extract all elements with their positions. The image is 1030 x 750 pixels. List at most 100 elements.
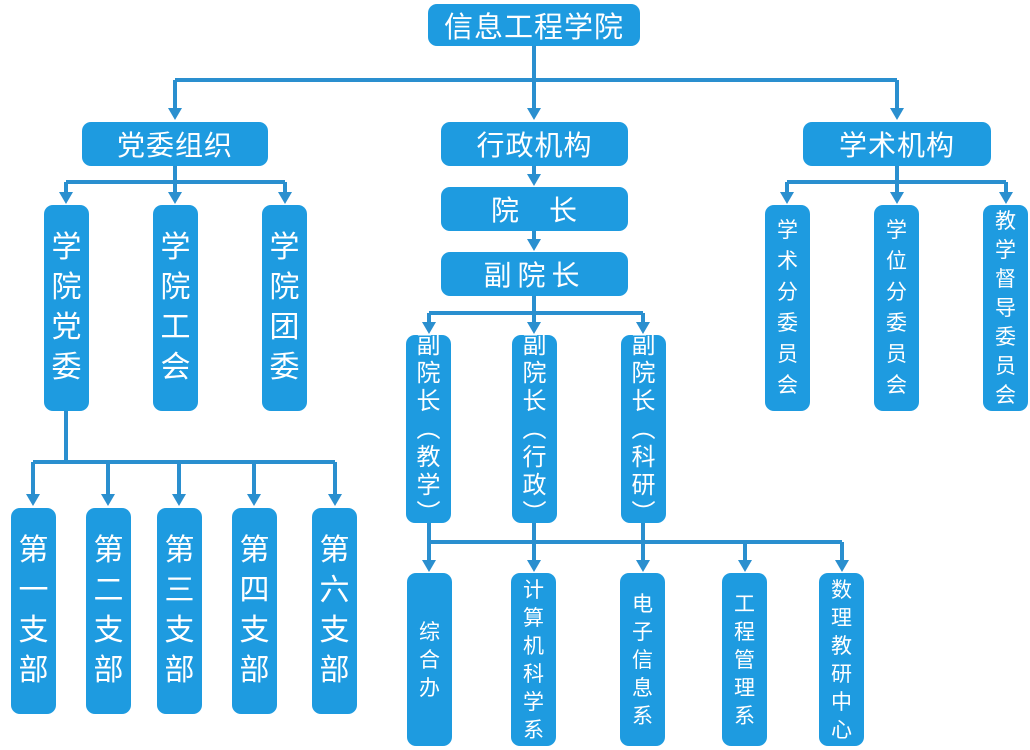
node-char: 教 [831, 633, 852, 658]
node-char: 学 [416, 471, 441, 499]
node-teaching-supervision-committee[interactable]: 教学督导委员会 [983, 205, 1028, 411]
node-char: 分 [777, 280, 798, 304]
node-administration[interactable]: 行政机构 [441, 122, 628, 166]
root-node[interactable]: 信息工程学院 [428, 4, 640, 46]
node-char: 学 [995, 237, 1016, 262]
node-char: 一 [18, 573, 49, 608]
node-vice-dean[interactable]: 副院长 [441, 252, 628, 296]
arrowhead-icon [172, 494, 186, 506]
node-engineering-management[interactable]: 工程管理系 [722, 573, 767, 746]
node-char: 学 [777, 218, 798, 242]
node-char: 部 [319, 653, 350, 688]
node-branch-1[interactable]: 第一支部 [11, 508, 56, 714]
node-char: 委 [995, 324, 1016, 349]
arrowhead-icon [527, 322, 541, 334]
node-char: 理 [831, 605, 852, 630]
node-academic-subcommittee[interactable]: 学术分委员会 [765, 205, 810, 411]
arrowhead-icon [738, 560, 752, 572]
node-char: 会 [160, 350, 191, 385]
node-math-research-center[interactable]: 数理教研中心 [819, 573, 864, 746]
node-char: 支 [319, 613, 350, 648]
node-general-office[interactable]: 综合办 [407, 573, 452, 746]
arrowhead-icon [168, 108, 182, 120]
node-char: 四 [239, 573, 270, 608]
node-branch-6[interactable]: 第六支部 [312, 508, 357, 714]
node-char: 子 [632, 619, 653, 644]
node-branch-3[interactable]: 第三支部 [157, 508, 202, 714]
node-char: 院 [522, 359, 547, 387]
node-char: 院 [631, 359, 656, 387]
node-branch-2[interactable]: 第二支部 [86, 508, 131, 714]
node-char: 会 [886, 373, 907, 397]
node-char: 支 [93, 613, 124, 648]
node-char: 第 [239, 533, 270, 568]
node-electronic-information[interactable]: 电子信息系 [620, 573, 665, 746]
node-char: 第 [18, 533, 49, 568]
arrowhead-icon [527, 239, 541, 251]
arrowhead-icon [780, 192, 794, 204]
node-dean[interactable]: 院 长 [441, 187, 628, 231]
node-char: 二 [93, 573, 124, 608]
node-char: 理 [734, 675, 755, 700]
node-vice-dean-research[interactable]: 副院长︵科研︶ [621, 331, 666, 527]
node-char: 会 [777, 373, 798, 397]
arrowhead-icon [636, 560, 650, 572]
node-academic[interactable]: 学术机构 [803, 122, 991, 166]
arrowhead-icon [247, 494, 261, 506]
node-party-organization[interactable]: 党委组织 [82, 122, 268, 166]
arrowhead-icon [101, 494, 115, 506]
node-char: ︵ [522, 415, 547, 443]
arrowhead-icon [890, 192, 904, 204]
node-char: 学 [523, 689, 544, 714]
node-char: 中 [831, 689, 852, 714]
node-char: 党 [51, 310, 82, 345]
node-char: 部 [93, 653, 124, 688]
node-char: 院 [51, 270, 82, 305]
node-labor-union[interactable]: 学院工会 [153, 205, 198, 411]
node-char: 支 [18, 613, 49, 648]
node-vice-dean-teaching[interactable]: 副院长︵教学︶ [406, 331, 451, 527]
arrowhead-icon [26, 494, 40, 506]
node-char: 心 [831, 717, 852, 742]
node-char: 团 [269, 310, 300, 345]
node-char: 行 [522, 443, 547, 471]
node-party-committee[interactable]: 学院党委 [44, 205, 89, 411]
node-char: 算 [523, 605, 544, 630]
node-char: 三 [164, 573, 195, 608]
node-char: 术 [777, 249, 798, 273]
node-computer-science[interactable]: 计算机科学系 [511, 573, 556, 746]
node-degree-subcommittee[interactable]: 学位分委员会 [874, 205, 919, 411]
arrowhead-icon [422, 322, 436, 334]
node-char: 工 [160, 310, 191, 345]
arrowhead-icon [527, 108, 541, 120]
arrowhead-icon [278, 192, 292, 204]
node-vice-dean-administration[interactable]: 副院长︵行政︶ [512, 331, 557, 527]
node-char: 第 [319, 533, 350, 568]
node-char: 第 [164, 533, 195, 568]
arrowhead-icon [527, 174, 541, 186]
node-char: 副 [522, 331, 547, 359]
node-char: 学 [269, 230, 300, 265]
node-char: 分 [886, 280, 907, 304]
node-char: 院 [160, 270, 191, 305]
node-char: 政 [522, 471, 547, 499]
node-char: 教 [416, 443, 441, 471]
node-char: 副 [416, 331, 441, 359]
node-char: 督 [995, 266, 1016, 291]
node-char: 程 [734, 619, 755, 644]
node-branch-4[interactable]: 第四支部 [232, 508, 277, 714]
node-char: 六 [319, 573, 350, 608]
node-char: 委 [51, 350, 82, 385]
node-youth-league[interactable]: 学院团委 [262, 205, 307, 411]
node-char: 长 [631, 387, 656, 415]
node-char: 位 [886, 249, 907, 273]
node-char: 信 [632, 647, 653, 672]
arrowhead-icon [835, 560, 849, 572]
node-char: 部 [164, 653, 195, 688]
node-char: 部 [18, 653, 49, 688]
node-char: 研 [831, 661, 852, 686]
node-char: 会 [995, 382, 1016, 407]
node-char: 管 [734, 647, 755, 672]
node-char: 息 [632, 675, 653, 700]
